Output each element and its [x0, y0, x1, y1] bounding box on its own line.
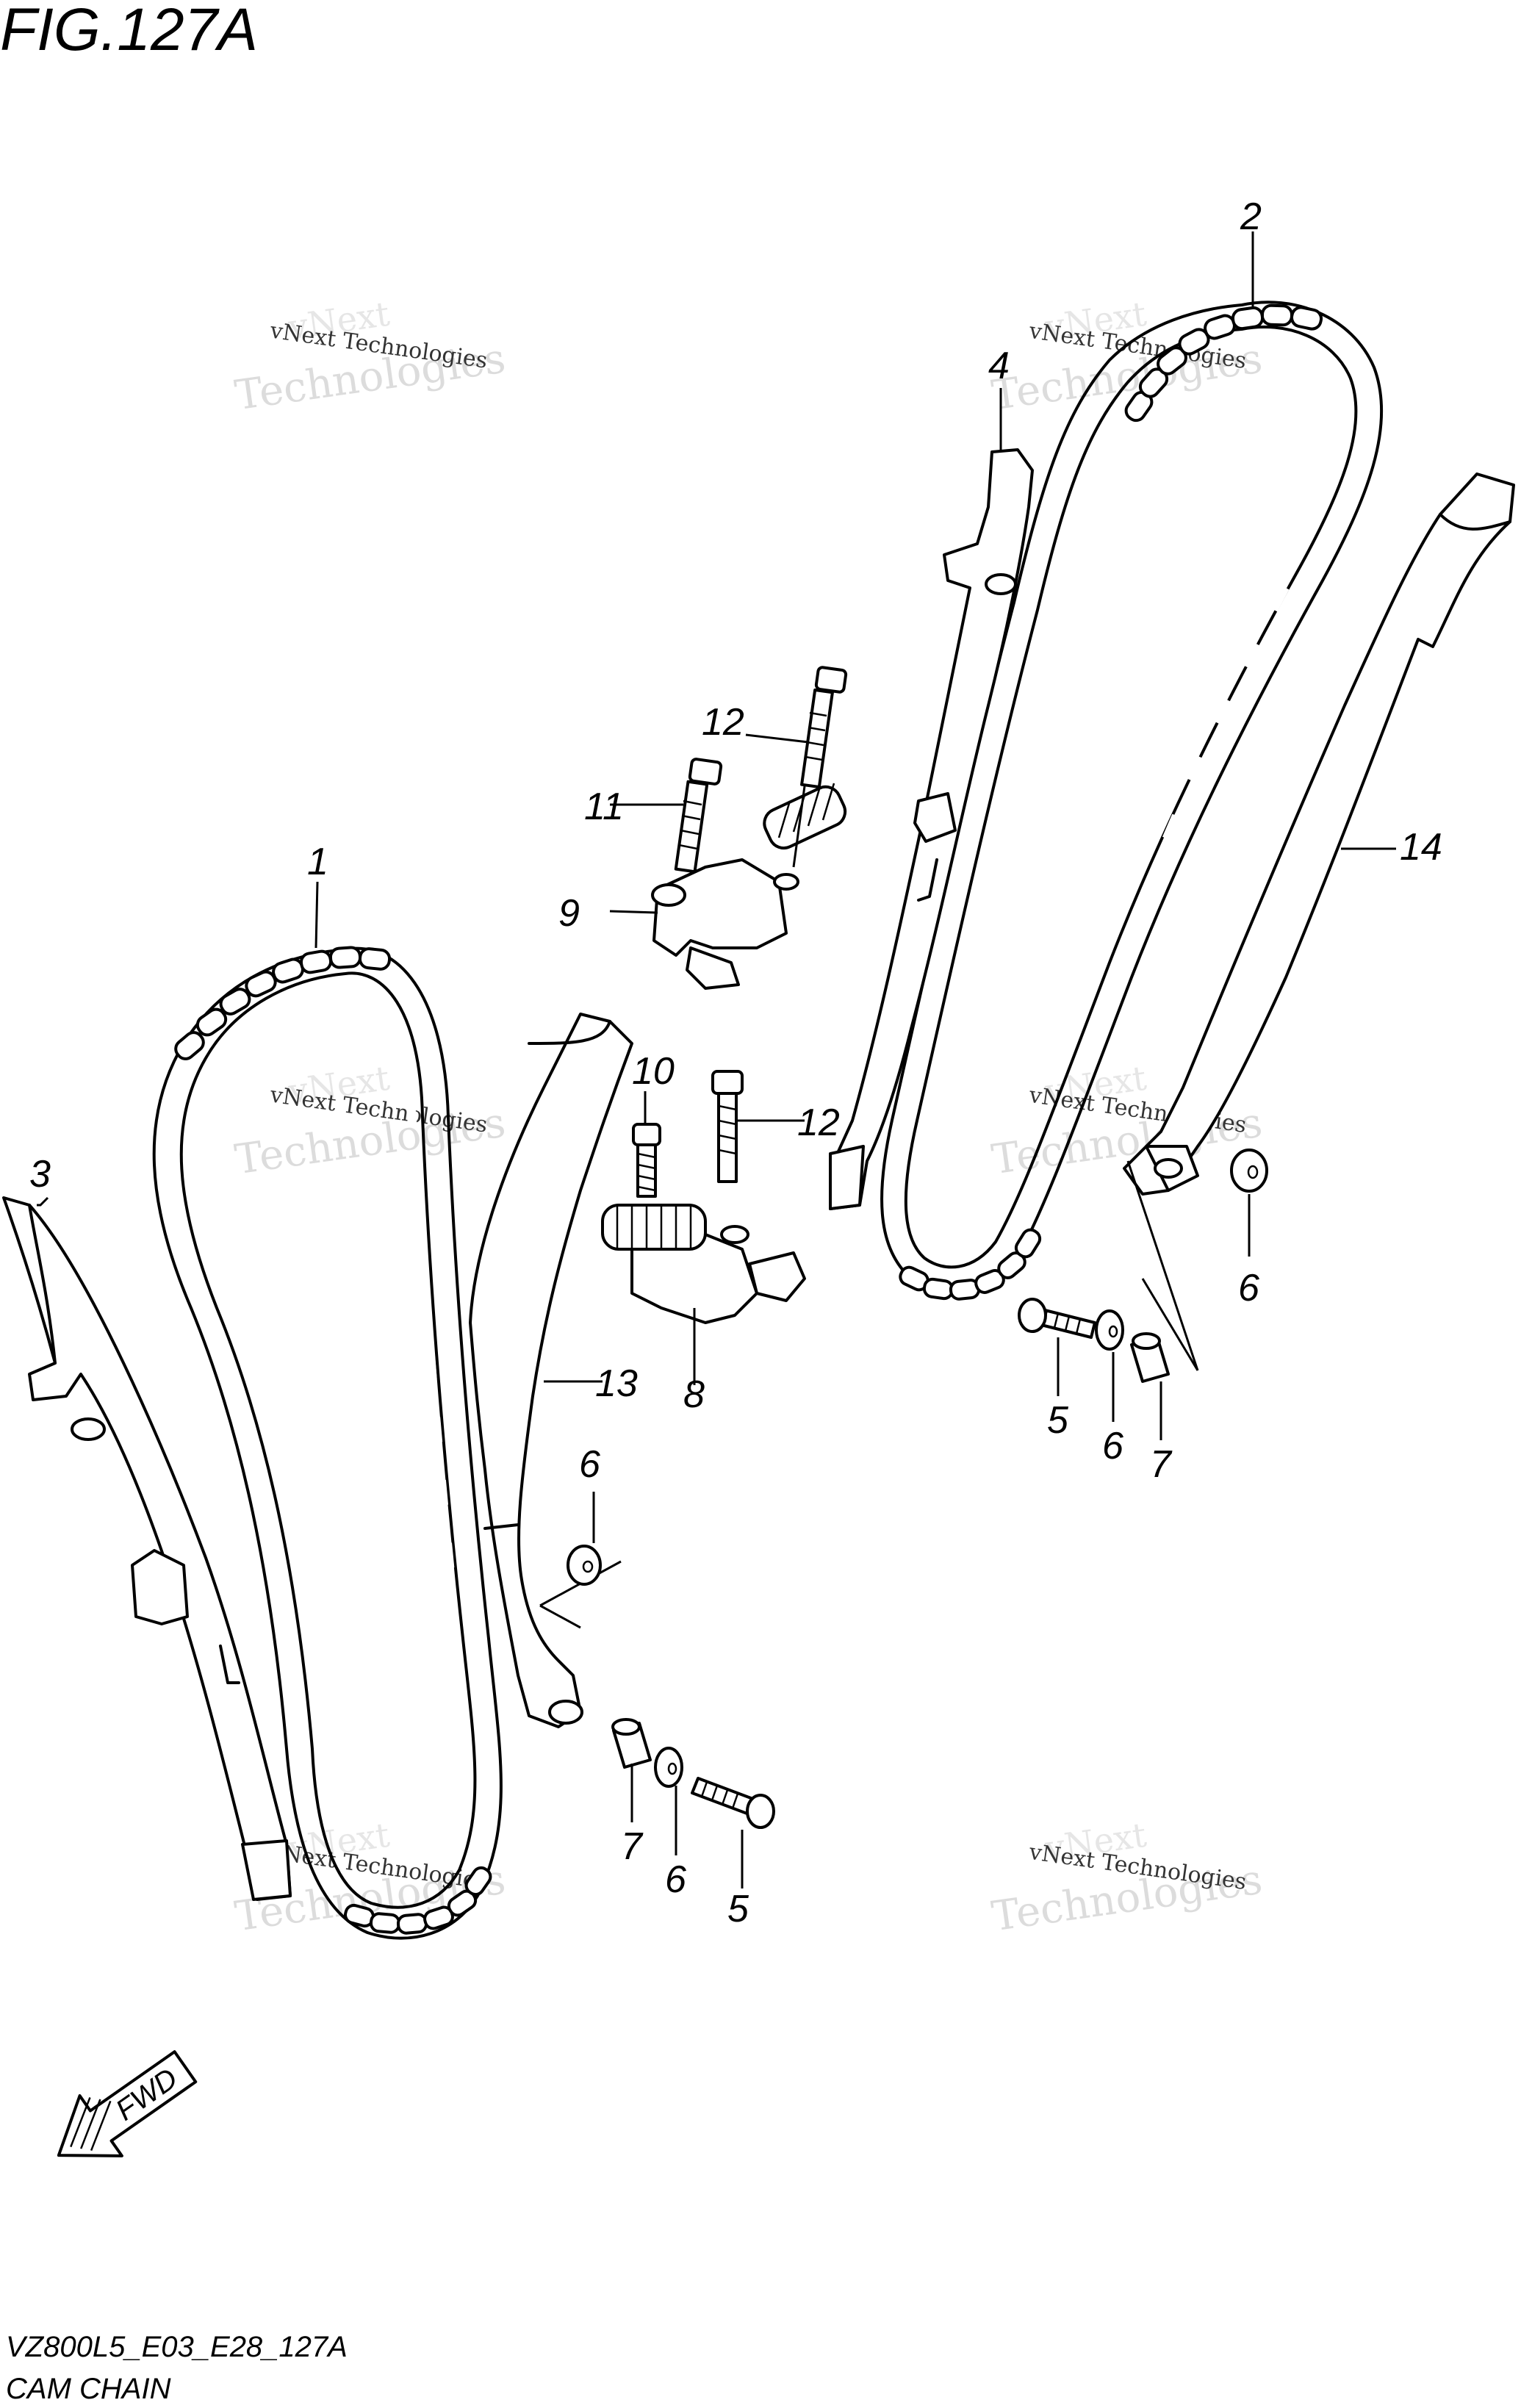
callout-5-lower: 5: [727, 1888, 749, 1930]
cam-chain-left-links-bottom: [344, 1866, 492, 1935]
bolt-11: [674, 758, 723, 874]
adjuster-spring-lower: [601, 1204, 707, 1251]
callout-2: 2: [1240, 195, 1262, 238]
callout-9: 9: [558, 892, 580, 935]
mount-hardware-lower: [539, 1545, 775, 1829]
callout-labels: 1 2 3 4 5 5 6 6 6 7 7 8 9 10 11 12 12 13…: [29, 195, 1442, 1930]
callout-1: 1: [307, 841, 328, 883]
callout-6-top-left: 6: [579, 1443, 600, 1486]
leader-lines: [37, 231, 1396, 1888]
callout-6-middle: 6: [1102, 1425, 1123, 1467]
callout-7-upper: 7: [1150, 1443, 1173, 1486]
bolt-10: [632, 1123, 661, 1198]
callout-11: 11: [584, 786, 624, 828]
tensioner-adjuster-upper: [651, 783, 847, 990]
bolt-12-lower: [711, 1070, 744, 1183]
callout-4: 4: [988, 345, 1010, 387]
callout-5-upper: 5: [1047, 1399, 1069, 1442]
bolt-12-upper: [792, 666, 848, 868]
spacer-7-upper: [1130, 1332, 1170, 1383]
callout-10: 10: [632, 1050, 675, 1093]
cam-chain-left-links-top: [174, 946, 392, 1060]
spacer-7-lower: [611, 1718, 652, 1769]
cam-chain-guide-left: [2, 1196, 292, 1901]
footer-model-code: VZ800L5_E03_E28_127A: [6, 2331, 348, 2363]
callout-13: 13: [595, 1362, 638, 1405]
cam-chain-left: [152, 946, 503, 1940]
callout-8: 8: [683, 1373, 705, 1416]
callout-6-upper-right: 6: [1238, 1267, 1259, 1309]
callout-12-lower: 12: [797, 1101, 840, 1144]
mount-hardware-upper: [1018, 1149, 1268, 1383]
cam-chain-right-links-top: [1124, 303, 1323, 423]
tensioner-adjuster-lower: [601, 1204, 806, 1324]
cam-chain-guide-right: [829, 448, 1034, 1210]
figure-title: FIG.127A: [0, 0, 258, 63]
adjuster-spring-upper: [763, 783, 847, 850]
fwd-direction-arrow: FWD: [57, 2050, 198, 2157]
bolt-5-upper: [1018, 1298, 1096, 1339]
callout-12-upper: 12: [702, 701, 744, 744]
callout-3: 3: [29, 1153, 51, 1196]
callout-7-lower: 7: [621, 1825, 644, 1868]
cam-chain-tensioner-right: [1123, 472, 1515, 1196]
cam-chain-right: [880, 301, 1384, 1301]
bolt-5-lower: [691, 1777, 775, 1829]
callout-14: 14: [1400, 826, 1442, 869]
cam-chain-tensioner-left: [469, 1013, 633, 1728]
footer-section-name: CAM CHAIN: [6, 2373, 171, 2405]
cam-chain-right-links-bottom: [899, 1228, 1042, 1301]
callout-6-lower: 6: [665, 1858, 686, 1901]
